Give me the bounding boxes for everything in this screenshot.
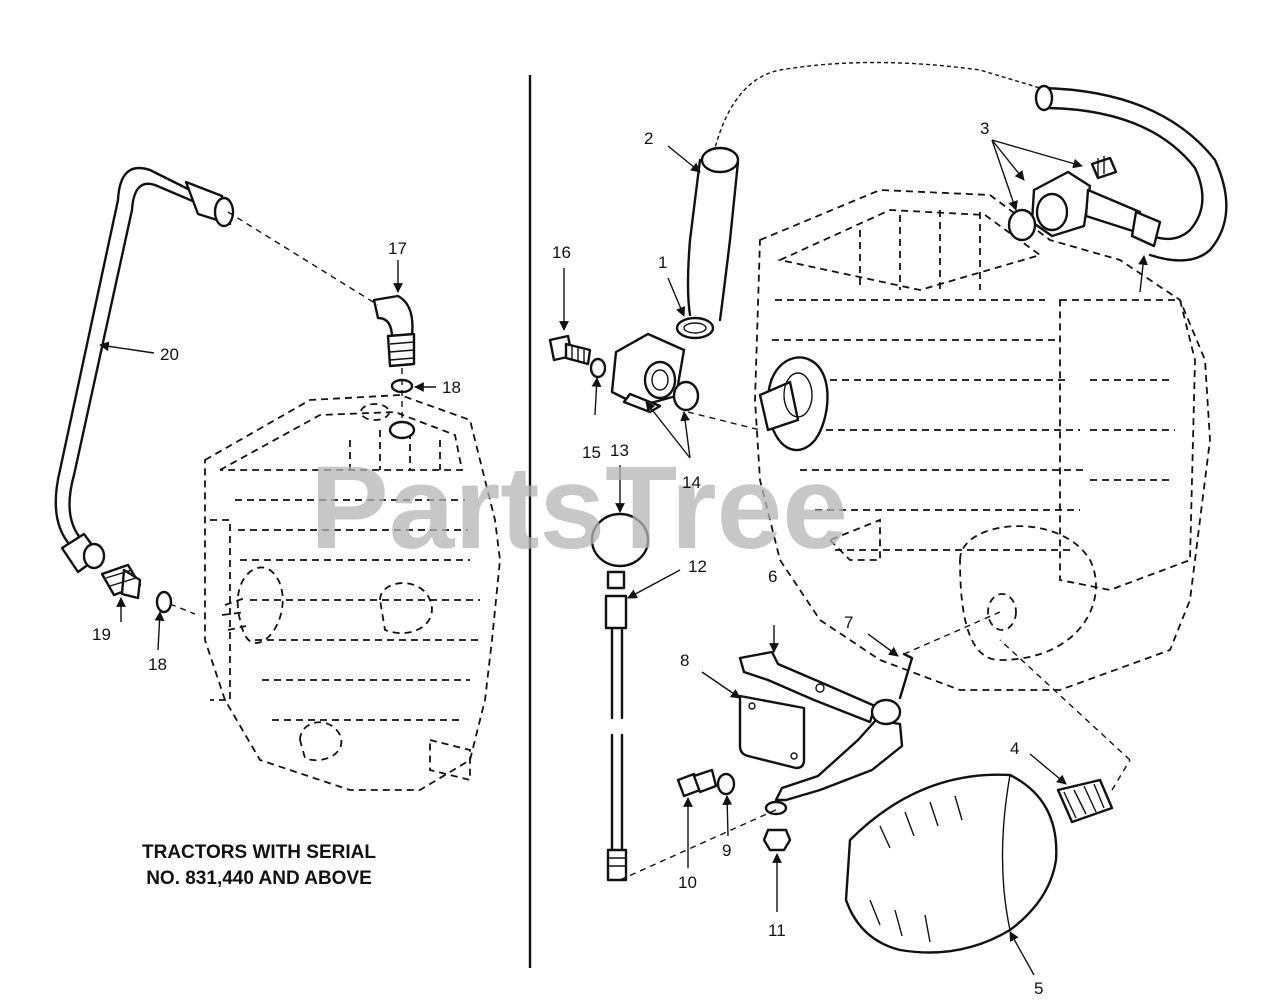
callout-3: 3: [980, 119, 989, 138]
callout-13: 13: [610, 441, 629, 460]
caption-line-1: TRACTORS WITH SERIAL: [142, 842, 376, 863]
left-tube-fitting-bottom: [60, 532, 106, 574]
callout-4: 4: [1010, 739, 1019, 758]
nipple-4: [1056, 778, 1114, 824]
oring-14: [672, 380, 700, 412]
right-engine-block: [754, 189, 1211, 691]
nut-11: [762, 800, 792, 852]
callout-18-bottom: 18: [148, 655, 167, 674]
outlet-fitting-14: [610, 332, 686, 414]
callout-16: 16: [552, 243, 571, 262]
elbow-fitting-17: [372, 294, 416, 368]
adapter-fitting-19: [100, 563, 142, 600]
left-tube-fitting-top: [184, 180, 235, 228]
callout-9: 9: [722, 841, 731, 860]
dipstick-tube-12: [590, 512, 650, 882]
callout-14: 14: [682, 473, 701, 492]
left-dash-guides: [169, 211, 403, 615]
callout-5: 5: [1034, 979, 1043, 998]
washer-9: [716, 772, 736, 796]
oil-filter-5: [844, 773, 1058, 954]
watermark: PartsTree: [310, 442, 848, 574]
right-dash-guides: [619, 411, 1131, 881]
right-flange: [758, 356, 829, 452]
bolt-16: [548, 334, 592, 366]
callout-2: 2: [644, 129, 653, 148]
caption-line-2: NO. 831,440 AND ABOVE: [146, 868, 372, 889]
long-hose: [711, 61, 1228, 262]
right-fitting-3: [1007, 156, 1162, 248]
hose-clamp-1: [675, 316, 715, 340]
callout-12: 12: [688, 557, 707, 576]
callout-19: 19: [92, 625, 111, 644]
left-engine-block: [204, 394, 501, 791]
callout-11: 11: [768, 921, 786, 940]
left-oil-tube: [54, 166, 204, 547]
callout-17: 17: [388, 239, 407, 258]
washer-15: [589, 357, 607, 379]
bracket-6: [738, 650, 904, 802]
callout-18-top: 18: [442, 378, 461, 397]
oring-18-top: [388, 378, 416, 440]
filter-adapter-plate-8: [738, 694, 806, 770]
bolt-10: [676, 768, 718, 798]
callout-20: 20: [160, 345, 179, 364]
hose-2: [686, 146, 740, 322]
callout-15: 15: [582, 443, 601, 462]
pin-7: [898, 652, 914, 700]
callout-6: 6: [768, 567, 777, 586]
oring-18-bottom: [155, 590, 173, 614]
callout-8: 8: [680, 651, 689, 670]
callout-1: 1: [658, 253, 667, 272]
callout-10: 10: [678, 873, 697, 892]
callout-7: 7: [844, 613, 853, 632]
